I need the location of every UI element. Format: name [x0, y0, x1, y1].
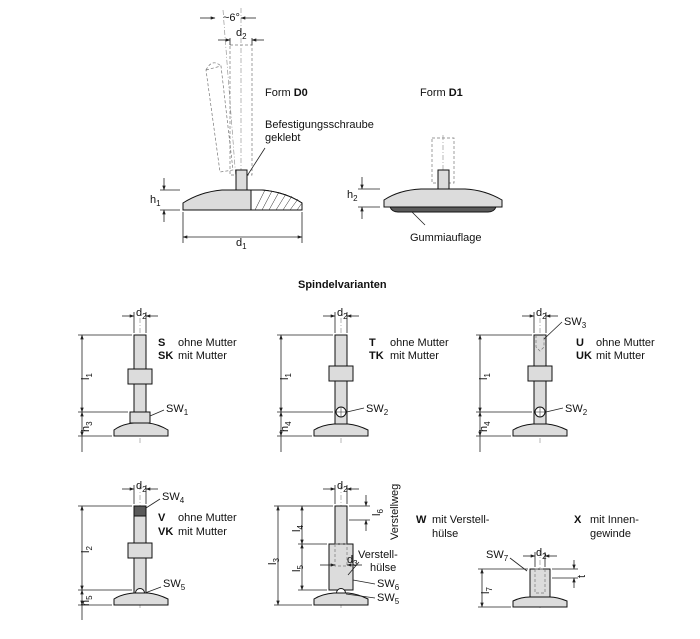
h2-label: h2	[347, 189, 358, 203]
fastening-screw-note: Befestigungsschraube	[265, 119, 374, 131]
adjustment-travel-label: Verstellweg	[389, 484, 401, 540]
variant-x-label-line2: gewinde	[590, 528, 631, 540]
u-sw2-label: SW2	[565, 403, 588, 417]
x-d2-label: d2	[536, 547, 547, 561]
u-d2-label: d2	[536, 307, 547, 321]
s-l1-label: l1	[80, 373, 94, 380]
d0-d2-label: d2	[236, 27, 247, 41]
w-l4-label: l4	[291, 525, 305, 532]
w-l6-label: l6	[371, 509, 385, 516]
d1-label: d1	[236, 237, 247, 251]
sleeve-label-line1: Verstell-	[358, 549, 398, 561]
v-sw4-label: SW4	[162, 491, 185, 505]
variant-x-drawing	[478, 550, 578, 610]
form-d0-drawing	[160, 8, 303, 243]
h1-label: h1	[150, 194, 161, 208]
variant-v-drawing	[78, 485, 169, 620]
u-h4-label: h4	[478, 421, 492, 432]
v-l2-label: l2	[80, 546, 94, 553]
t-d2-label: d2	[337, 307, 348, 321]
variant-w-drawing	[274, 485, 376, 608]
w-d2-label: d2	[337, 480, 348, 494]
t-sw2-label: SW2	[366, 403, 389, 417]
v-d2-label: d2	[136, 480, 147, 494]
sleeve-label-line2: hülse	[370, 562, 396, 574]
variant-w-label-line2: hülse	[432, 528, 458, 540]
t-h4-label: h4	[279, 421, 293, 432]
s-h3-label: h3	[80, 421, 94, 432]
x-t-label: t	[576, 575, 588, 578]
s-sw1-label: SW1	[166, 403, 189, 417]
variant-t-drawing	[277, 312, 369, 452]
section-title: Spindelvarianten	[298, 279, 387, 291]
x-sw7-label: SW7	[486, 549, 509, 563]
v-sw5-label: SW5	[163, 578, 186, 592]
w-l5-label: l5	[291, 565, 305, 572]
s-d2-label: d2	[136, 307, 147, 321]
rubber-pad-note: Gummiauflage	[410, 232, 482, 244]
u-sw3-label: SW3	[564, 316, 587, 330]
glued-note: geklebt	[265, 132, 300, 144]
v-h5-label: h5	[80, 595, 94, 606]
form-d0-label: Form D0	[265, 87, 308, 99]
w-sw6-label: SW6	[377, 578, 400, 592]
w-d3-label: d3	[347, 554, 358, 568]
u-l1-label: l1	[478, 373, 492, 380]
w-l3-label: l3	[267, 558, 281, 565]
angle-label: ~6°	[223, 12, 240, 24]
form-d1-drawing	[358, 135, 503, 226]
variant-u-drawing	[476, 312, 568, 452]
variant-s-drawing	[78, 312, 169, 452]
t-l1-label: l1	[279, 373, 293, 380]
x-l7-label: l7	[480, 587, 494, 594]
w-sw5-label: SW5	[377, 592, 400, 606]
form-d1-label: Form D1	[420, 87, 463, 99]
